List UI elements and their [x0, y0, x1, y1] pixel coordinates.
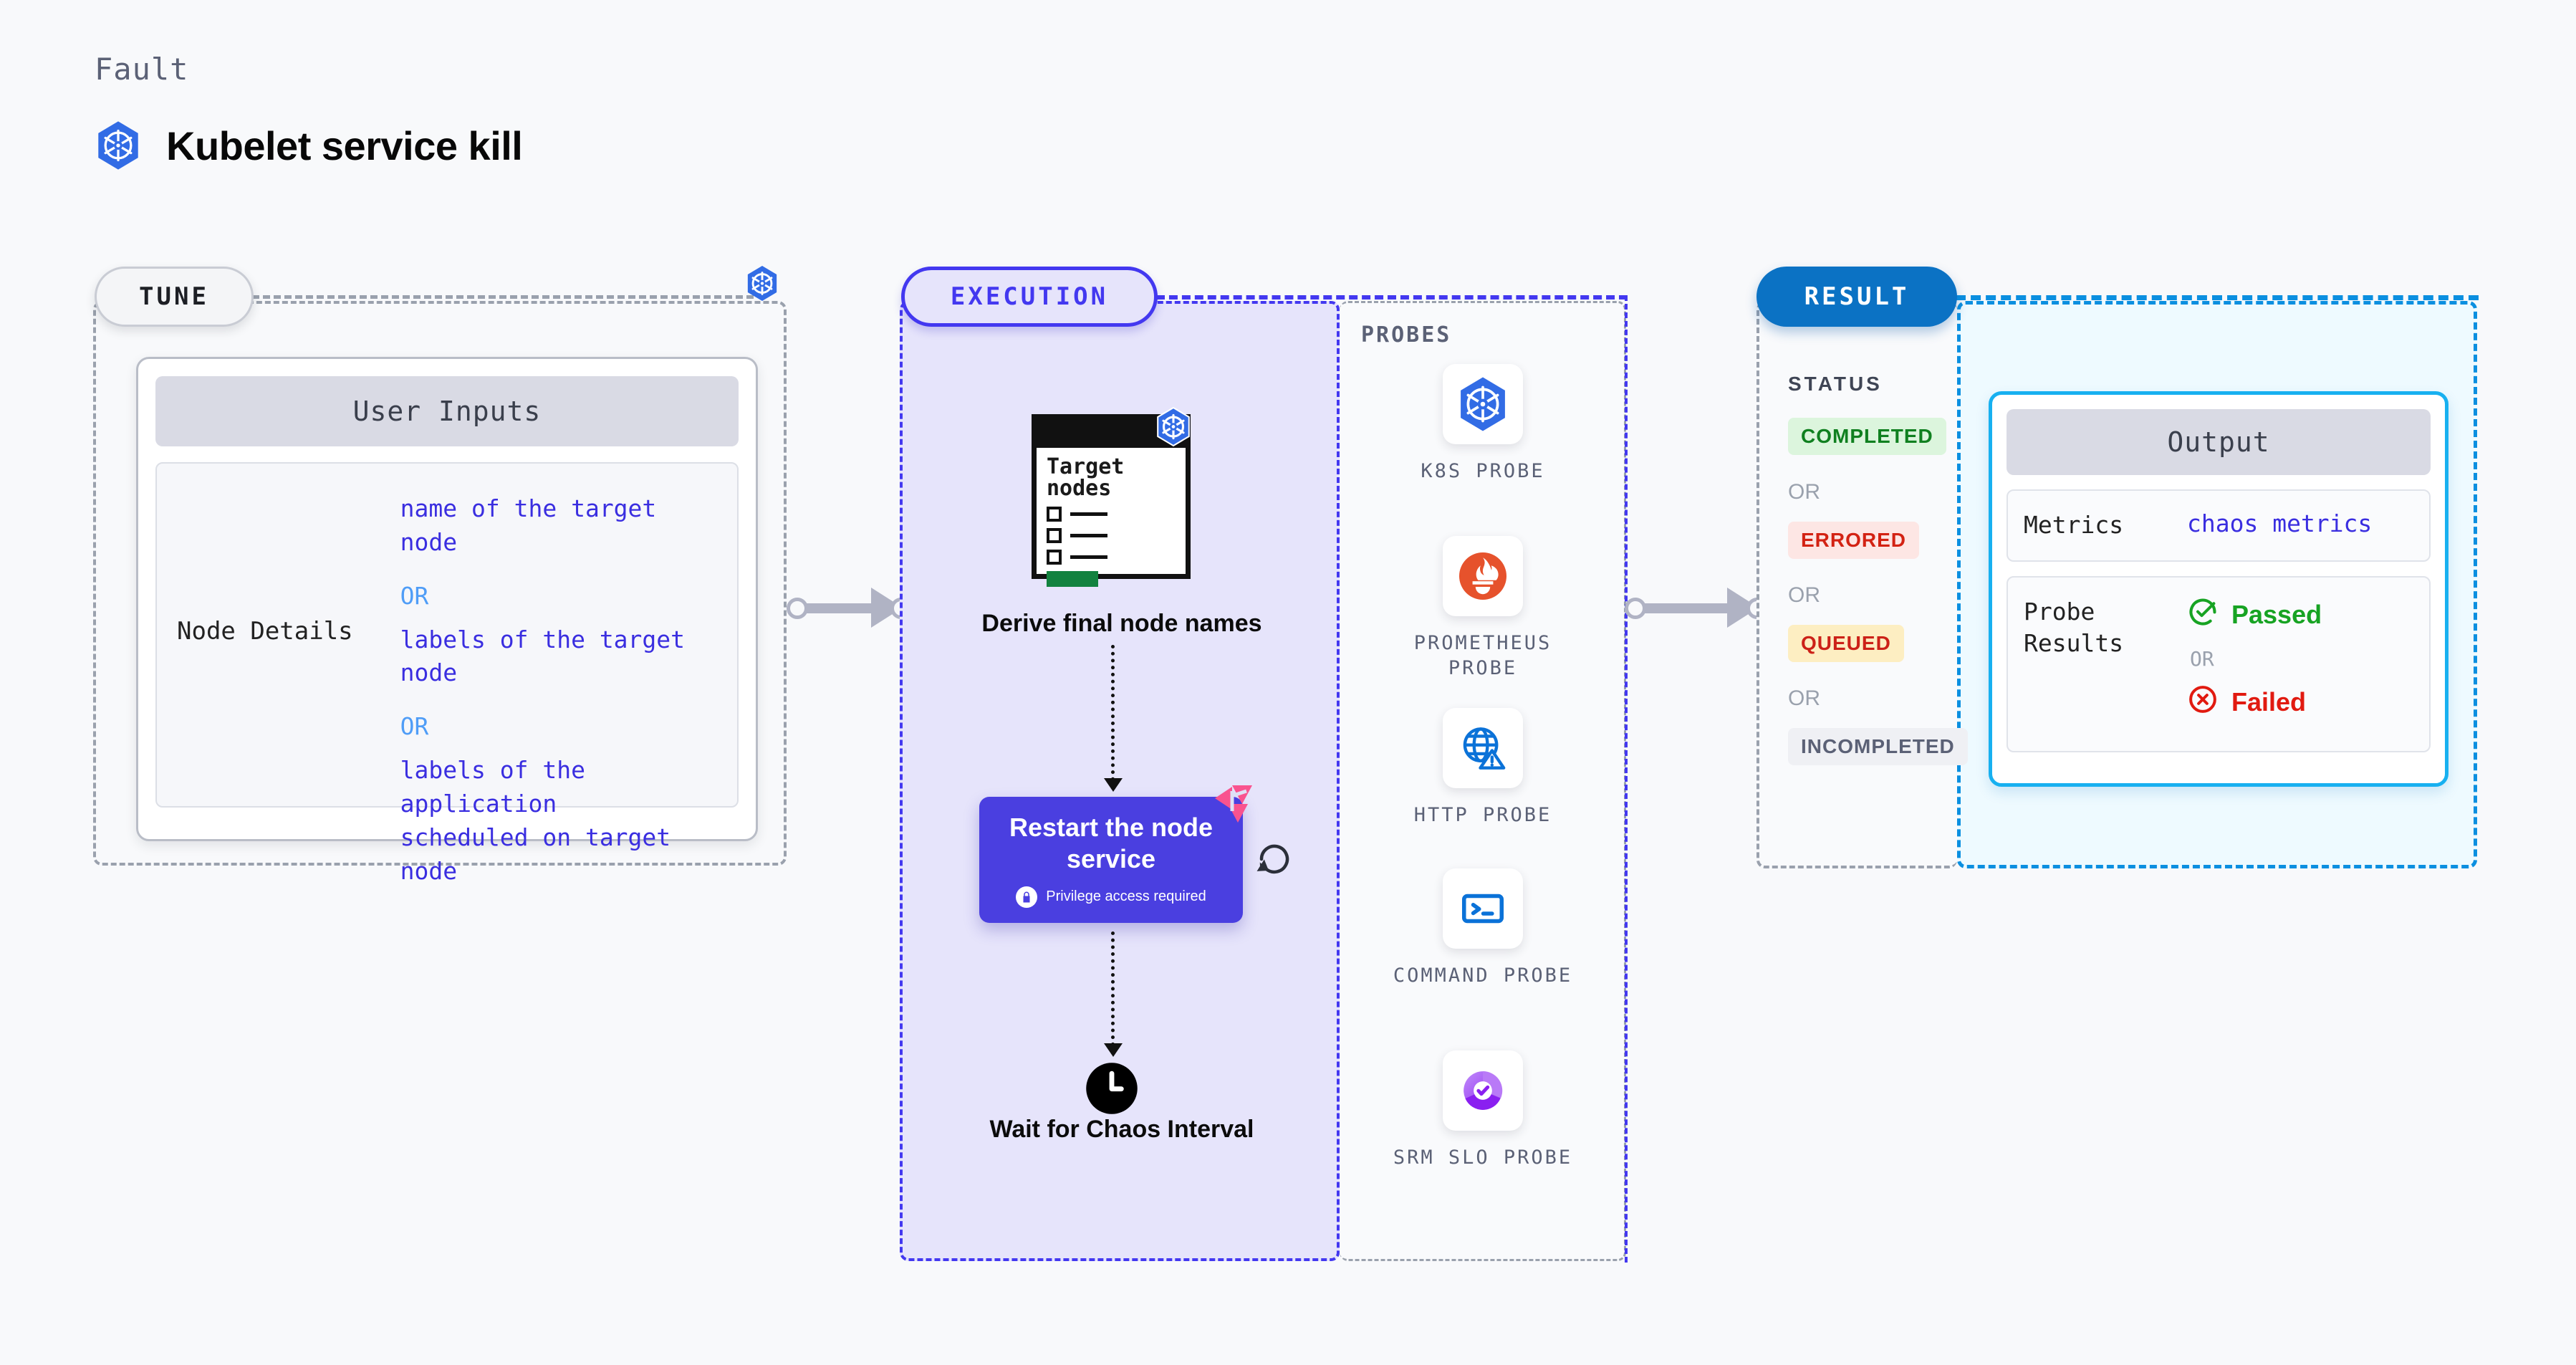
derive-final-node-names-label: Derive final node names: [981, 610, 1262, 637]
tune-to-execution-connector: [787, 588, 912, 628]
or-separator: OR: [1788, 480, 1820, 504]
or-separator: OR: [1788, 686, 1820, 710]
clock-icon: [1084, 1060, 1140, 1120]
restart-card-subtitle: Privilege access required: [1046, 889, 1206, 905]
status-label: STATUS: [1788, 373, 1883, 395]
checkbox-icon: [1047, 528, 1062, 543]
output-panel-title: Output: [2007, 409, 2431, 475]
failed-text: Failed: [2231, 687, 2307, 717]
lock-icon: [1016, 886, 1038, 908]
fault-eyebrow: Fault: [95, 52, 189, 87]
or-separator: OR: [400, 712, 429, 741]
probe-results-label: Probe Results: [2024, 597, 2124, 658]
probes-section-label: PROBES: [1361, 322, 1452, 348]
flow-line: [1111, 931, 1115, 1046]
or-separator: OR: [400, 581, 429, 610]
result-stage: [1756, 301, 1957, 868]
execution-connector-dash: [1156, 295, 1628, 300]
metrics-label: Metrics: [2024, 511, 2124, 539]
tune-stage: [93, 301, 787, 866]
kubernetes-icon: [1155, 406, 1192, 450]
target-nodes-title-line2: nodes: [1047, 476, 1112, 501]
flow-line: [1111, 645, 1115, 781]
node-input-option-0: name of the target node: [400, 494, 657, 556]
status-badge-errored: ERRORED: [1788, 522, 1920, 559]
node-input-option-2: labels of the application scheduled on t…: [400, 756, 671, 885]
node-details-values: name of the target node OR labels of the…: [400, 492, 717, 889]
restart-node-service-card[interactable]: Restart the node service Privilege acces…: [979, 797, 1243, 923]
flow-arrow: [1104, 1043, 1123, 1057]
probe-label: K8S PROBE: [1421, 460, 1545, 482]
progress-bar: [1047, 571, 1098, 587]
probe-result-passed: Passed: [2187, 596, 2322, 634]
checkbox-icon: [1047, 550, 1062, 565]
probe-label: COMMAND PROBE: [1393, 964, 1573, 987]
target-nodes-title-line1: Target: [1047, 454, 1125, 479]
result-pill[interactable]: RESULT: [1756, 267, 1957, 327]
probe-item-http[interactable]: HTTP PROBE: [1375, 708, 1590, 828]
status-badge-queued: QUEUED: [1788, 625, 1904, 662]
result-connector-dash: [1956, 295, 2479, 300]
repeat-icon: [1255, 840, 1294, 882]
node-input-option-1: labels of the target node: [400, 625, 686, 687]
probe-results-values: Passed OR Failed: [2187, 596, 2322, 722]
output-probe-results-row: Probe Results Passed OR: [2007, 575, 2431, 752]
checkbox-icon: [1047, 507, 1062, 522]
check-circle-icon: [2187, 596, 2219, 634]
kubernetes-icon: [1443, 364, 1523, 444]
harness-chaos-icon: [1211, 782, 1255, 828]
output-panel: Output Metrics chaos metrics Probe Resul…: [1989, 391, 2448, 787]
user-inputs-body: Node Details name of the target node OR …: [155, 462, 739, 885]
srm-slo-icon: [1443, 1050, 1523, 1131]
page-title-row: Kubelet service kill: [95, 120, 523, 171]
user-inputs-panel: User Inputs Node Details name of the tar…: [136, 357, 758, 885]
target-nodes-card: Target nodes: [1032, 414, 1191, 587]
kubernetes-icon: [745, 265, 779, 305]
user-inputs-title: User Inputs: [155, 376, 739, 446]
prometheus-icon: [1443, 536, 1523, 616]
status-badge-completed: COMPLETED: [1788, 418, 1946, 455]
execution-pill[interactable]: EXECUTION: [901, 267, 1158, 327]
execution-right-border: [1625, 295, 1628, 1263]
tune-pill[interactable]: TUNE: [95, 267, 254, 327]
passed-text: Passed: [2231, 600, 2322, 630]
probe-item-prometheus[interactable]: PROMETHEUS PROBE: [1375, 536, 1590, 681]
flow-arrow: [1104, 778, 1123, 792]
node-details-label: Node Details: [177, 617, 353, 646]
tune-connector-dash: [252, 295, 754, 299]
output-metrics-row: Metrics chaos metrics: [2007, 489, 2431, 562]
target-nodes-list: [1037, 499, 1186, 565]
metrics-value: chaos metrics: [2187, 509, 2373, 537]
or-separator: OR: [2190, 646, 2214, 671]
probe-item-k8s[interactable]: K8S PROBE: [1375, 364, 1590, 484]
page-title: Kubelet service kill: [166, 123, 523, 168]
probe-label: PROMETHEUS PROBE: [1413, 632, 1552, 680]
terminal-icon: [1443, 868, 1523, 949]
probe-label: SRM SLO PROBE: [1393, 1146, 1573, 1169]
execution-to-result-connector: [1625, 588, 1768, 628]
probe-label: HTTP PROBE: [1413, 804, 1552, 826]
globe-warning-icon: [1443, 708, 1523, 788]
restart-card-title: Restart the node service: [1009, 813, 1213, 873]
status-badge-incompleted: INCOMPLETED: [1788, 728, 1968, 765]
wait-for-chaos-interval-label: Wait for Chaos Interval: [989, 1116, 1254, 1143]
x-circle-icon: [2187, 684, 2219, 722]
probe-result-failed: Failed: [2187, 684, 2322, 722]
probe-item-srm-slo[interactable]: SRM SLO PROBE: [1375, 1050, 1590, 1170]
restart-card-subtitle-row: Privilege access required: [1016, 886, 1206, 908]
probe-item-command[interactable]: COMMAND PROBE: [1375, 868, 1590, 988]
kubernetes-icon: [95, 120, 142, 171]
or-separator: OR: [1788, 583, 1820, 607]
